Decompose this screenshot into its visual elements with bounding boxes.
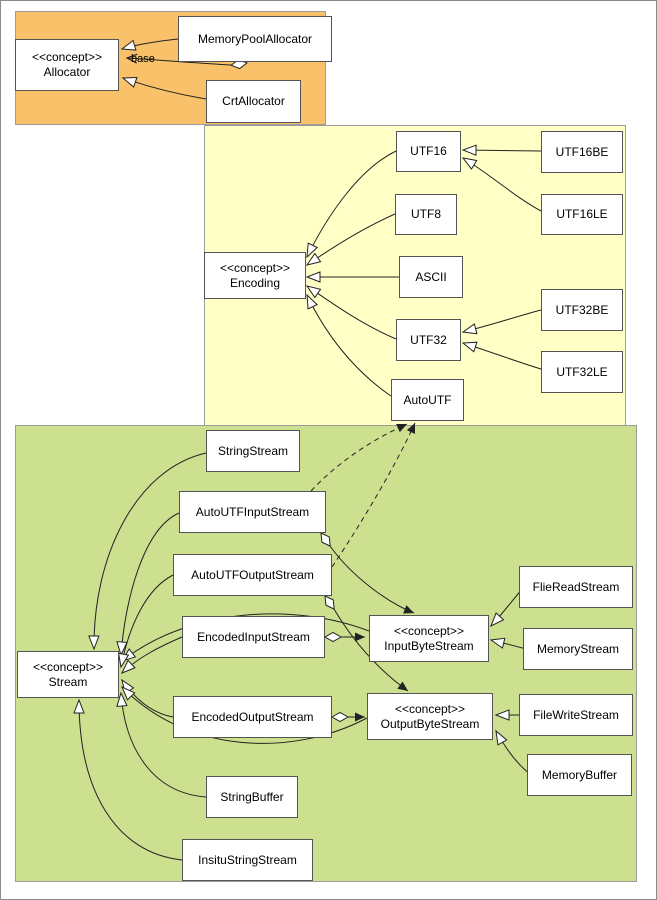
node-inputbytestream-label: InputByteStream [384, 638, 474, 653]
node-allocator-label: Allocator [43, 65, 91, 79]
node-stringbuffer: StringBuffer [206, 776, 298, 818]
node-outputbytestream-concept: <<concept>> OutputByteStream [367, 693, 493, 740]
edge-memorypoolallocator-allocator-realization [120, 38, 179, 51]
node-memorybuffer: MemoryBuffer [527, 754, 632, 796]
node-utf16: UTF16 [396, 131, 461, 172]
edge-memorystream-inputbytestream-realization [489, 637, 527, 650]
node-fliereadstream-label: FlieReadStream [532, 579, 620, 594]
edge-autoutfoutputstream-stream-realization [117, 574, 174, 669]
node-utf16be: UTF16BE [541, 131, 623, 173]
node-filewritestream: FileWriteStream [519, 694, 633, 736]
node-utf32-label: UTF32 [410, 332, 447, 347]
node-encoding-label: Encoding [229, 275, 281, 290]
node-stream-label: Stream [48, 674, 88, 689]
node-outputbytestream-stereotype: <<concept>> [394, 701, 466, 716]
edge-utf16-encoding-realization [306, 150, 397, 259]
node-insitustringstream-label: InsituStringStream [198, 852, 297, 867]
diamond-autoutfinputstream [320, 532, 331, 547]
node-encodedinputstream: EncodedInputStream [182, 616, 325, 658]
node-stream-stereotype: <<concept>> [32, 659, 104, 674]
node-utf16le: UTF16LE [541, 194, 623, 235]
node-allocator-stereotype: <<concept>> [31, 50, 103, 64]
node-autoutf: AutoUTF [391, 379, 464, 421]
node-utf16be-label: UTF16BE [555, 144, 609, 159]
edge-utf32be-utf32-realization [461, 309, 542, 335]
node-outputbytestream-label: OutputByteStream [380, 716, 480, 731]
node-fliereadstream: FlieReadStream [519, 566, 633, 608]
node-memorypoolallocator: MemoryPoolAllocator [178, 16, 332, 62]
edge-stringbuffer-stream-realization [116, 691, 207, 798]
node-insitustringstream: InsituStringStream [182, 839, 313, 881]
diamond-encodedoutputstream [330, 711, 350, 723]
edge-insitustringstream-stream-realization [73, 698, 183, 861]
node-memorypoolallocator-label: MemoryPoolAllocator [197, 31, 313, 46]
node-encodedinputstream-label: EncodedInputStream [197, 629, 310, 644]
edge-label-base: base [131, 53, 155, 65]
edge-utf16le-utf16-realization [461, 157, 542, 212]
node-autoutfoutputstream: AutoUTFOutputStream [173, 554, 332, 596]
node-memorystream: MemoryStream [523, 628, 633, 670]
node-ascii-label: ASCII [415, 269, 447, 284]
node-crtallocator: CrtAllocator [206, 80, 301, 123]
edge-utf8-encoding-realization [305, 213, 396, 266]
edge-memorybuffer-outputbytestream-realization [495, 729, 531, 775]
node-memorystream-label: MemoryStream [536, 641, 619, 656]
edge-memorypoolallocator-allocator-base-aggregation [125, 53, 232, 66]
node-utf8-label: UTF8 [411, 207, 441, 221]
node-stream-concept: <<concept>> Stream [17, 651, 119, 698]
node-encoding-concept: <<concept>> Encoding [204, 252, 306, 299]
edge-autoutfoutputstream-autoutf-dependency [331, 422, 416, 568]
edge-stringstream-stream-realization [88, 452, 207, 651]
node-autoutfinputstream: AutoUTFInputStream [179, 491, 326, 533]
node-utf16le-label: UTF16LE [556, 207, 608, 221]
edge-utf16be-utf16-realization [461, 144, 542, 156]
node-autoutfinputstream-label: AutoUTFInputStream [195, 504, 310, 519]
diamond-encodedinputstream [323, 631, 343, 643]
node-autoutf-label: AutoUTF [403, 392, 452, 407]
node-utf32le: UTF32LE [541, 351, 623, 393]
node-utf32: UTF32 [396, 319, 461, 361]
edge-utf32le-utf32-realization [461, 341, 542, 370]
edge-autoutfinputstream-inputbytestream-aggregation [329, 545, 415, 614]
node-utf32le-label: UTF32LE [556, 364, 608, 379]
node-memorybuffer-label: MemoryBuffer [541, 767, 618, 782]
node-utf32be: UTF32BE [541, 289, 623, 331]
edge-inputbytestream-stream-realization [120, 613, 370, 662]
diamond-autoutfoutputstream [324, 595, 335, 610]
edge-crtallocator-allocator-realization [121, 77, 207, 100]
node-encoding-stereotype: <<concept>> [219, 260, 291, 275]
node-utf32be-label: UTF32BE [555, 302, 609, 317]
edge-autoutfinputstream-autoutf-dependency [310, 423, 408, 492]
node-stringbuffer-label: StringBuffer [220, 789, 284, 804]
node-inputbytestream-concept: <<concept>> InputByteStream [369, 615, 489, 662]
node-ascii: ASCII [399, 256, 463, 298]
edge-encodedinputstream-stream-realization [120, 636, 183, 674]
node-encodedoutputstream-label: EncodedOutputStream [191, 709, 314, 724]
node-filewritestream-label: FileWriteStream [533, 707, 619, 722]
node-crtallocator-label: CrtAllocator [222, 94, 285, 108]
node-allocator-concept: <<concept>> Allocator [15, 39, 119, 91]
node-inputbytestream-stereotype: <<concept>> [393, 623, 465, 638]
node-encodedoutputstream: EncodedOutputStream [173, 696, 332, 738]
edge-outputbytestream-stream-realization [121, 686, 368, 744]
edge-autoutf-encoding-realization [306, 293, 392, 397]
node-autoutfoutputstream-label: AutoUTFOutputStream [191, 567, 314, 582]
node-utf16-label: UTF16 [410, 144, 447, 158]
edge-utf32-encoding-realization [305, 285, 397, 340]
node-utf8: UTF8 [395, 194, 457, 235]
edge-autoutfinputstream-stream-realization [116, 512, 180, 657]
node-stringstream: StringStream [206, 430, 300, 472]
edge-encodedoutputstream-stream-realization [121, 678, 174, 718]
node-stringstream-label: StringStream [217, 443, 289, 458]
